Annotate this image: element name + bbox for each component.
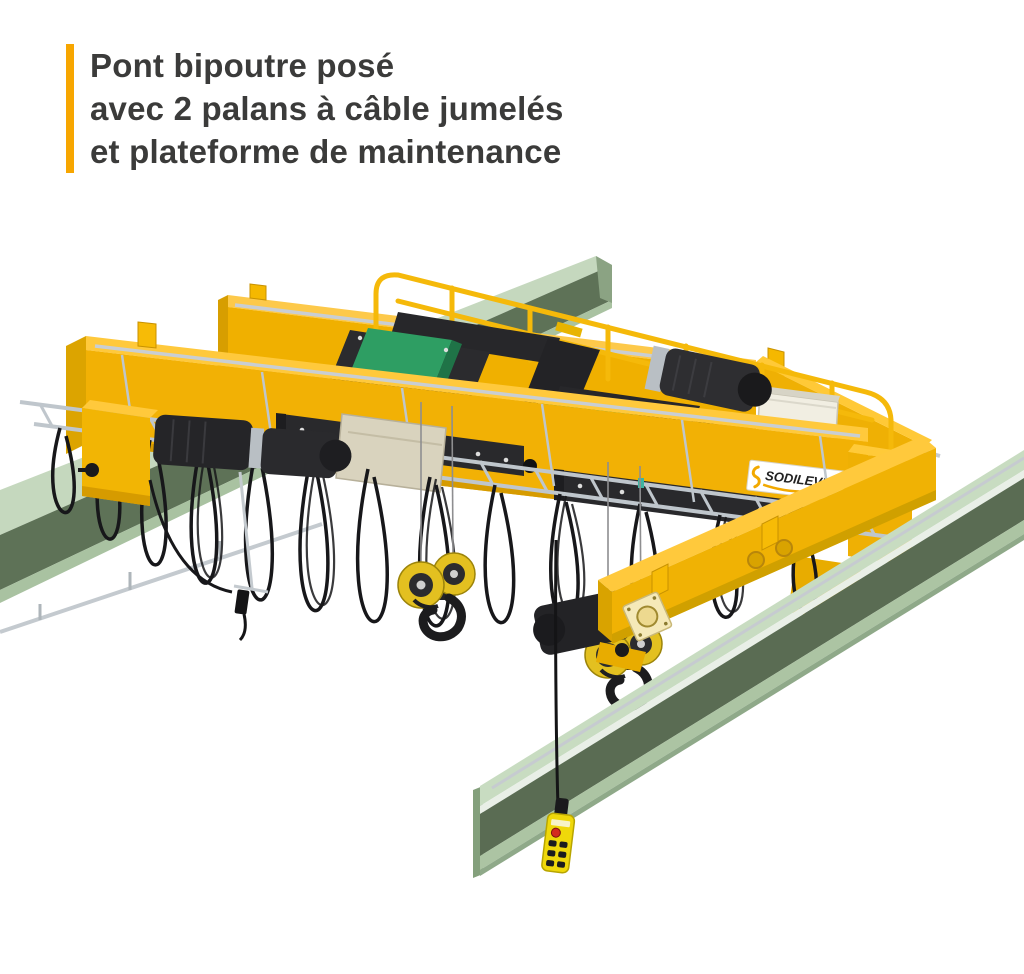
end-truck-right <box>533 436 936 672</box>
page-title: Pont bipoutre posé avec 2 palans à câble… <box>90 44 564 173</box>
title-line-3: et plateforme de maintenance <box>90 133 562 170</box>
end-truck-left <box>78 400 352 642</box>
title-line-2: avec 2 palans à câble jumelés <box>90 90 564 127</box>
title-block: Pont bipoutre posé avec 2 palans à câble… <box>66 44 564 173</box>
pendant-control <box>541 539 576 874</box>
near-runway-beam <box>473 450 1024 878</box>
title-accent-bar <box>66 44 74 173</box>
pendant-cable <box>554 539 560 809</box>
title-line-1: Pont bipoutre posé <box>90 47 395 84</box>
sodileve-hook-icon <box>751 465 761 489</box>
hook-1 <box>418 593 466 642</box>
hook-block-1 <box>397 402 476 642</box>
